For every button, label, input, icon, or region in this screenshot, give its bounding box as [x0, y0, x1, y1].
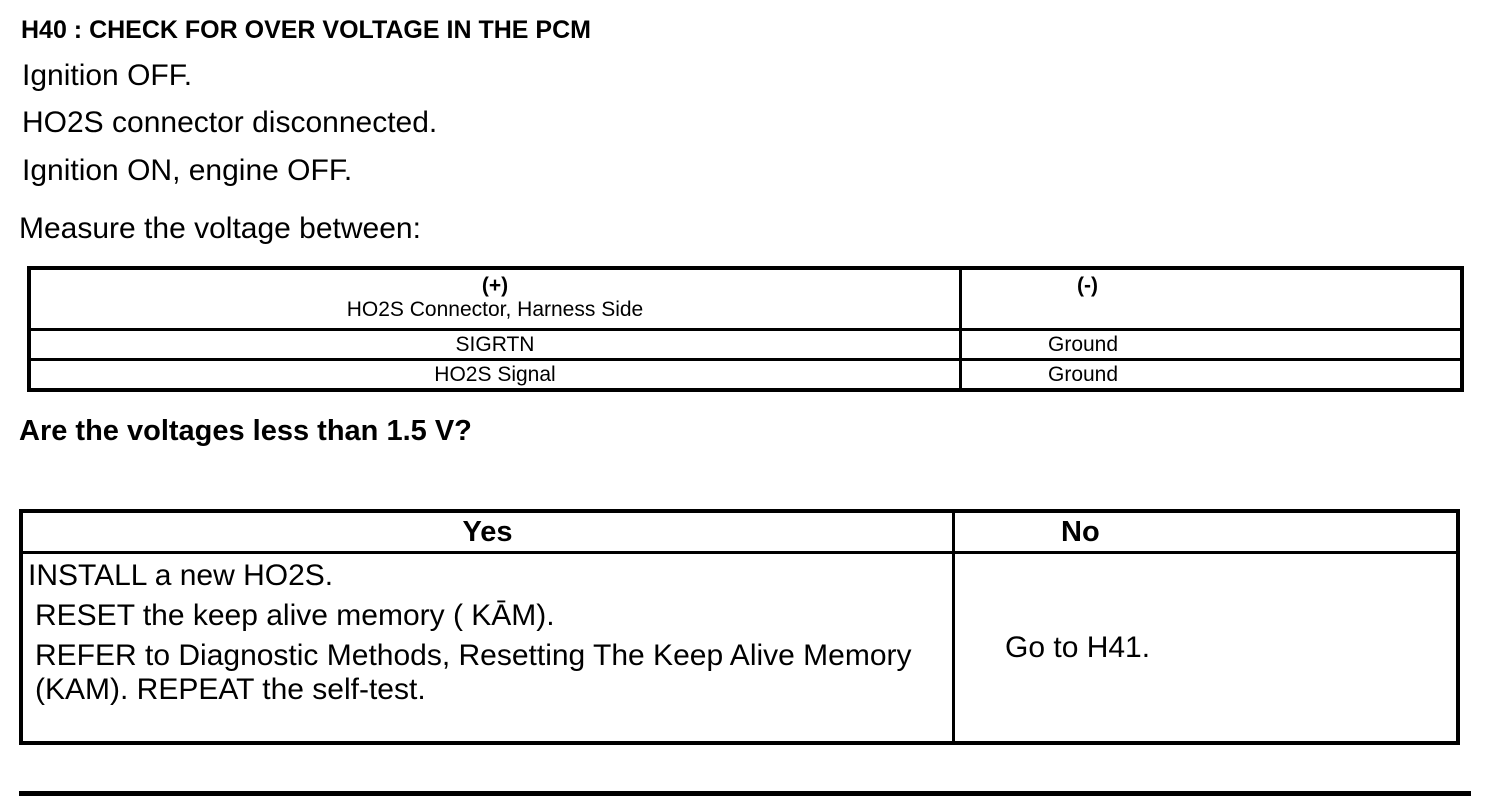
minus-header-cell: (-) [959, 266, 1464, 331]
table-row: SIGRTN Ground [27, 328, 1464, 361]
minus-cell: Ground [959, 358, 1464, 392]
step-instruction: Ignition OFF. [22, 59, 193, 92]
yes-action-line: REFER to Diagnostic Methods, Resetting T… [35, 639, 912, 706]
table-header-row: (+) HO2S Connector, Harness Side (-) [27, 266, 1464, 331]
answer-table: Yes No INSTALL a new HO2S. RESET the kee… [19, 509, 1460, 745]
answer-body-row: INSTALL a new HO2S. RESET the keep alive… [19, 551, 1460, 745]
decision-question: Are the voltages less than 1.5 V? [19, 415, 472, 447]
yes-action-line: INSTALL a new HO2S. [28, 559, 334, 592]
answer-header-row: Yes No [19, 509, 1460, 554]
plus-header-cell: (+) HO2S Connector, Harness Side [27, 266, 962, 331]
no-action-cell: Go to H41. [952, 551, 1460, 745]
table-row: HO2S Signal Ground [27, 358, 1464, 392]
measure-label: Measure the voltage between: [19, 212, 421, 245]
yes-action-line: RESET the keep alive memory ( KĀM). [35, 599, 555, 632]
voltage-measurement-table: (+) HO2S Connector, Harness Side (-) SIG… [27, 266, 1464, 392]
no-header: No [952, 509, 1460, 554]
footer-divider [19, 791, 1471, 796]
minus-cell: Ground [959, 328, 1464, 361]
step-instruction: HO2S connector disconnected. [22, 106, 438, 139]
minus-symbol: (-) [1077, 274, 1098, 297]
yes-header: Yes [19, 509, 955, 554]
step-heading: H40 : CHECK FOR OVER VOLTAGE IN THE PCM [21, 16, 591, 44]
plus-symbol: (+) [481, 274, 509, 297]
step-instruction: Ignition ON, engine OFF. [22, 154, 353, 187]
plus-cell: HO2S Signal [27, 358, 962, 392]
plus-description: HO2S Connector, Harness Side [346, 298, 644, 321]
plus-cell: SIGRTN [27, 328, 962, 361]
yes-action-cell: INSTALL a new HO2S. RESET the keep alive… [19, 551, 955, 745]
